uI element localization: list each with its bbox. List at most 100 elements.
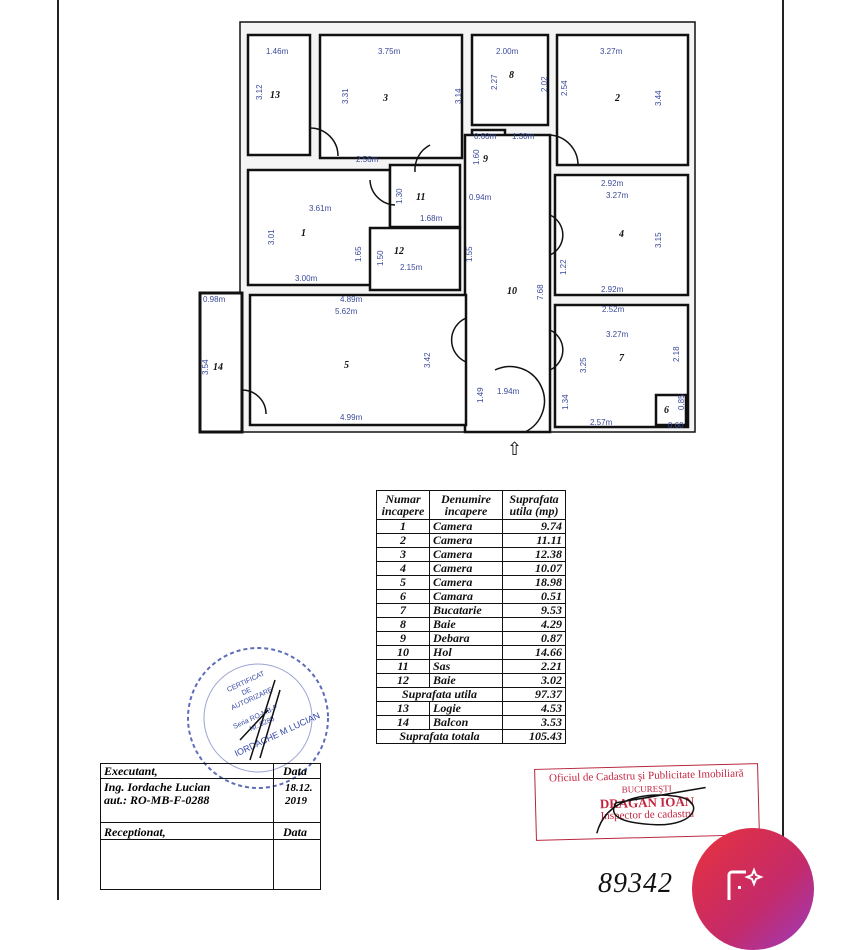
dimension: 0.85 (677, 394, 686, 410)
room-number: 11 (416, 192, 425, 203)
dimension: 3.00m (295, 274, 318, 283)
dimension: 2.52m (602, 305, 625, 314)
room-number-cell: 11 (376, 659, 430, 674)
room-12 (368, 226, 462, 292)
dimension: 0.94m (469, 193, 492, 202)
dimension: 1.49 (476, 387, 485, 403)
dimension: 1.68m (420, 214, 443, 223)
receptionat-label: Receptionat, (104, 825, 166, 839)
data-label: Data (283, 764, 307, 778)
dimension: 2.92m (601, 179, 624, 188)
edit-sparkle-icon (727, 867, 764, 900)
dimension: 1.30m (512, 132, 535, 141)
dimension: 4.99m (340, 413, 363, 422)
dimension: 2.18 (672, 346, 681, 362)
room-name-cell: Camera (429, 575, 503, 590)
floor-plan: 1 2 3 4 5 6 7 8 9 10 11 12 13 14 1.46m 3… (198, 21, 696, 459)
room-number-cell: 5 (376, 575, 430, 590)
signature (596, 786, 706, 834)
room-name-cell: Sas (429, 659, 503, 674)
dimension: 1.65 (354, 246, 363, 262)
total-row: Suprafata totala 105.43 (376, 729, 566, 744)
room-number: 8 (509, 70, 514, 81)
room-number-cell: 13 (376, 701, 430, 716)
data-label: Data (283, 825, 307, 839)
room-number: 13 (270, 90, 280, 101)
executant-label: Executant, (104, 764, 158, 778)
room-number-cell: 8 (376, 617, 430, 632)
room-number-cell: 4 (376, 561, 430, 576)
dimension: 1.46m (266, 47, 289, 56)
room-numbers: 1 2 3 4 5 6 7 8 9 10 11 12 13 14 (213, 70, 669, 416)
edit-fab-button[interactable] (692, 828, 814, 950)
room-area-cell: 9.74 (502, 519, 566, 534)
room-2 (555, 33, 690, 167)
room-name-cell: Logie (429, 701, 503, 716)
room-area-cell: 9.53 (502, 603, 566, 618)
room-number-cell: 1 (376, 519, 430, 534)
dimension: 3.27m (600, 47, 623, 56)
room-name-cell: Balcon (429, 715, 503, 730)
dimension: 3.12 (255, 84, 264, 100)
authorization-number: aut.: RO-MB-F-0288 (104, 793, 210, 807)
room-4 (553, 173, 690, 297)
dimension: 7.68 (536, 284, 545, 300)
room-area-cell: 3.53 (502, 715, 566, 730)
dimension: 3.42 (423, 352, 432, 368)
room-number: 10 (507, 286, 517, 297)
dimension: 1.22 (559, 259, 568, 275)
dimension: 3.54 (201, 359, 210, 375)
room-11 (388, 163, 462, 229)
round-stamp: CERTIFICAT DE AUTORIZARE Seria RO-MB-F N… (187, 647, 329, 789)
total-label: Suprafata totala (376, 729, 503, 744)
dimension: 1.55 (465, 246, 474, 262)
walls (198, 21, 696, 434)
room-area-cell: 18.98 (502, 575, 566, 590)
room-number-cell: 12 (376, 673, 430, 688)
dimension: 2.56m (356, 155, 379, 164)
room-6 (654, 393, 688, 427)
handwritten-number: 89342 (598, 868, 673, 899)
room-14 (198, 291, 244, 434)
dimension: 1.94m (497, 387, 520, 396)
room-number: 1 (301, 228, 306, 239)
room-13 (246, 33, 312, 157)
dimension: 2.57m (590, 418, 613, 427)
room-number-cell: 7 (376, 603, 430, 618)
dimension: 3.01 (267, 229, 276, 245)
dimension: 2.02 (540, 76, 549, 92)
dimension: 3.25 (579, 357, 588, 373)
dimension: 5.62m (335, 307, 358, 316)
room-area-cell: 11.11 (502, 533, 566, 548)
subtotal-label: Suprafata utila (376, 687, 503, 702)
room-area-cell: 12.38 (502, 547, 566, 562)
dimension: 3.61m (309, 204, 332, 213)
room-number-cell: 10 (376, 645, 430, 660)
page-border-left (57, 0, 59, 900)
room-number: 4 (618, 229, 624, 240)
dimension: 0.98m (203, 295, 226, 304)
room-5 (248, 293, 468, 427)
room-name-cell: Camera (429, 533, 503, 548)
executant-name: Ing. Iordache Lucian (104, 780, 211, 794)
stamp-text: DE (241, 686, 253, 697)
dimension-labels: 1.46m 3.75m 2.00m 3.27m 3.12 3.31 3.14 2… (201, 47, 686, 430)
room-area-cell: 0.51 (502, 589, 566, 604)
room-number: 2 (614, 93, 620, 104)
dimension: 3.27m (606, 330, 629, 339)
room-number-cell: 6 (376, 589, 430, 604)
room-number: 12 (394, 246, 404, 257)
room-name-cell: Camera (429, 561, 503, 576)
page-border-right (782, 0, 784, 900)
dimension: 3.44 (654, 90, 663, 106)
